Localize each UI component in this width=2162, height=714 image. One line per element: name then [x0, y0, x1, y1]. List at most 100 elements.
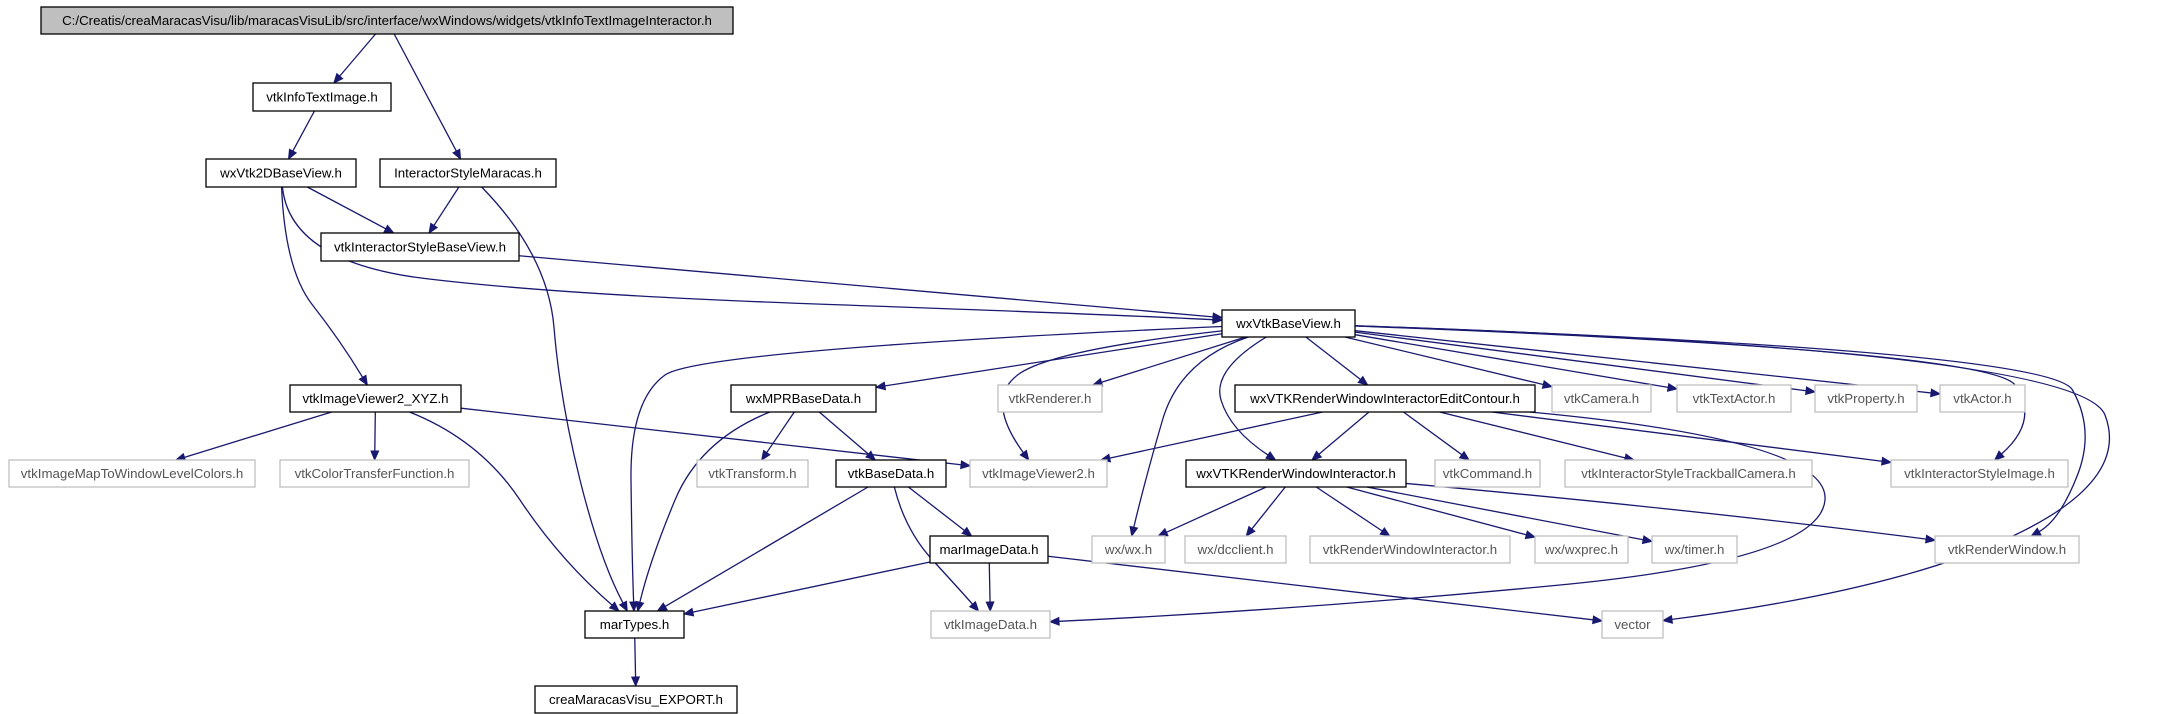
node-label: vtkInteractorStyleBaseView.h — [334, 240, 506, 255]
node-vector[interactable]: vector — [1601, 610, 1664, 639]
node-vtk-render-window[interactable]: vtkRenderWindow.h — [1934, 535, 2080, 564]
edge-line — [1346, 486, 1527, 536]
node-box — [930, 610, 1051, 639]
edge-arrowhead — [760, 449, 771, 462]
node-wx-vtk2-dbase-view[interactable]: wxVtk2DBaseView.h — [205, 158, 357, 188]
edge-line — [766, 411, 795, 453]
node-root[interactable]: C:/Creatis/creaMaracasVisu/lib/maracasVi… — [40, 6, 734, 35]
node-mar-image-data[interactable]: marImageData.h — [929, 535, 1049, 564]
node-label: marImageData.h — [939, 542, 1038, 557]
edge-line — [481, 186, 624, 604]
edge-arrowhead — [1993, 450, 2005, 461]
edge-line — [908, 486, 965, 531]
node-wxwx[interactable]: wx/wx.h — [1091, 535, 1166, 564]
node-vtk-command[interactable]: vtkCommand.h — [1434, 459, 1541, 488]
node-vtk-interactor-style-image[interactable]: vtkInteractorStyleImage.h — [1890, 459, 2069, 488]
edge-arrowhead — [333, 72, 344, 84]
node-label: vtkInteractorStyleImage.h — [1904, 466, 2055, 481]
node-label: wxVtk2DBaseView.h — [219, 166, 342, 181]
node-vtk-interactor-style-trackball-camera[interactable]: vtkInteractorStyleTrackballCamera.h — [1564, 459, 1813, 488]
node-vtk-render-window-interactor[interactable]: vtkRenderWindowInteractor.h — [1309, 535, 1511, 564]
node-wxdcclient[interactable]: wx/dcclient.h — [1184, 535, 1287, 564]
node-vtk-image-viewer2[interactable]: vtkImageViewer2.h — [969, 459, 1108, 488]
node-label: wx/wx.h — [1104, 542, 1152, 557]
node-vtk-camera[interactable]: vtkCamera.h — [1551, 384, 1652, 413]
node-label: vtkProperty.h — [1827, 391, 1904, 406]
node-vtk-text-actor[interactable]: vtkTextActor.h — [1676, 384, 1792, 413]
node-box — [835, 459, 947, 488]
edge-line — [292, 110, 316, 152]
node-vtk-image-map-to-window-level-colors[interactable]: vtkImageMapToWindowLevelColors.h — [8, 459, 256, 488]
edge-arrowhead — [1592, 615, 1604, 625]
edge-arrowhead — [1311, 450, 1323, 461]
node-vtk-image-data[interactable]: vtkImageData.h — [930, 610, 1051, 639]
node-vtk-info-text-image[interactable]: vtkInfoTextImage.h — [252, 82, 392, 112]
edge-line — [664, 486, 869, 607]
edge-arrowhead — [1666, 382, 1679, 392]
node-box — [279, 459, 470, 488]
node-box — [584, 610, 685, 639]
node-vtk-image-viewer2-xyz[interactable]: vtkImageViewer2_XYZ.h — [289, 384, 462, 413]
node-label: vtkCamera.h — [1564, 391, 1639, 406]
node-label: vtkImageViewer2.h — [982, 466, 1095, 481]
edge-line — [818, 411, 869, 455]
edge-wx-vtk-base-view-to-vtk-image-viewer2 — [1002, 330, 1223, 462]
edge-line — [1439, 411, 1626, 459]
edge-wx-vtk-base-view-to-vector — [1354, 325, 2110, 624]
node-mar-types[interactable]: marTypes.h — [584, 610, 685, 639]
edge-vtk-image-viewer2-xyz-to-mar-types — [409, 411, 620, 612]
edge-arrowhead — [635, 600, 645, 613]
edge-vtk-image-viewer2-xyz-to-vtk-color-transfer-function — [370, 411, 380, 462]
node-interactor-style-maracas[interactable]: InteractorStyleMaracas.h — [379, 158, 557, 188]
edge-arrowhead — [656, 602, 668, 612]
node-vtk-transform[interactable]: vtkTransform.h — [696, 459, 809, 488]
node-label: wxVTKRenderWindowInteractorEditContour.h — [1249, 391, 1520, 406]
node-wx-vtkrender-window-interactor[interactable]: wxVTKRenderWindowInteractor.h — [1185, 459, 1407, 488]
edge-arrowhead — [1245, 525, 1256, 538]
edge-wx-vtkrender-window-interactor-to-vtk-render-window — [1405, 482, 1937, 544]
node-box — [997, 384, 1103, 413]
node-wx-vtk-base-view[interactable]: wxVtkBaseView.h — [1221, 309, 1356, 338]
node-label: vtkTransform.h — [708, 466, 796, 481]
node-label: wxMPRBaseData.h — [745, 391, 861, 406]
node-vtk-base-data[interactable]: vtkBaseData.h — [835, 459, 947, 488]
edge-arrowhead — [1661, 614, 1674, 624]
edge-wx-vtk-base-view-to-vtk-render-window — [1354, 325, 2086, 537]
node-label: wxVtkBaseView.h — [1235, 316, 1341, 331]
edge-mar-image-data-to-mar-types — [682, 561, 931, 617]
edge-wx-mprbase-data-to-vtk-base-data — [818, 411, 877, 461]
edge-wx-mprbase-data-to-mar-types — [635, 411, 771, 613]
edge-line — [1354, 331, 1807, 392]
edge-mar-image-data-to-vtk-image-data — [985, 562, 995, 613]
node-wx-mprbase-data[interactable]: wxMPRBaseData.h — [730, 384, 877, 413]
node-label: vtkColorTransferFunction.h — [295, 466, 455, 481]
node-label: vtkImageMapToWindowLevelColors.h — [21, 466, 243, 481]
node-label: vector — [1614, 617, 1651, 632]
node-box — [205, 158, 357, 188]
node-wx-vtkrender-window-interactor-edit-contour[interactable]: wxVTKRenderWindowInteractorEditContour.h — [1234, 384, 1536, 413]
edge-line — [433, 186, 460, 226]
edge-wx-vtk-base-view-to-vtk-text-actor — [1354, 334, 1679, 392]
node-vtk-actor[interactable]: vtkActor.h — [1939, 384, 2026, 413]
node-vtk-property[interactable]: vtkProperty.h — [1814, 384, 1918, 413]
node-wxtimer[interactable]: wx/timer.h — [1651, 535, 1738, 564]
edge-arrowhead — [1881, 456, 1893, 466]
edge-line — [1491, 411, 1883, 462]
node-vtk-color-transfer-function[interactable]: vtkColorTransferFunction.h — [279, 459, 470, 488]
node-wxwxprec[interactable]: wx/wxprec.h — [1534, 535, 1629, 564]
edge-arrowhead — [1357, 375, 1369, 386]
node-label: InteractorStyleMaracas.h — [394, 166, 542, 181]
node-label: wx/wxprec.h — [1544, 542, 1618, 557]
node-vtk-interactor-style-base-view[interactable]: vtkInteractorStyleBaseView.h — [320, 232, 520, 262]
node-label: wxVTKRenderWindowInteractor.h — [1195, 466, 1396, 481]
node-box — [1551, 384, 1652, 413]
edge-line — [1166, 486, 1267, 533]
edge-line — [1219, 336, 1269, 456]
node-crea-maracas-visu-export[interactable]: creaMaracasVisu_EXPORT.h — [534, 685, 738, 714]
edge-line — [518, 255, 1214, 318]
edge-root-to-interactor-style-maracas — [393, 33, 462, 161]
node-vtk-renderer[interactable]: vtkRenderer.h — [997, 384, 1103, 413]
edge-line — [1058, 411, 1826, 622]
edge-arrowhead — [1157, 527, 1169, 537]
node-box — [1676, 384, 1792, 413]
